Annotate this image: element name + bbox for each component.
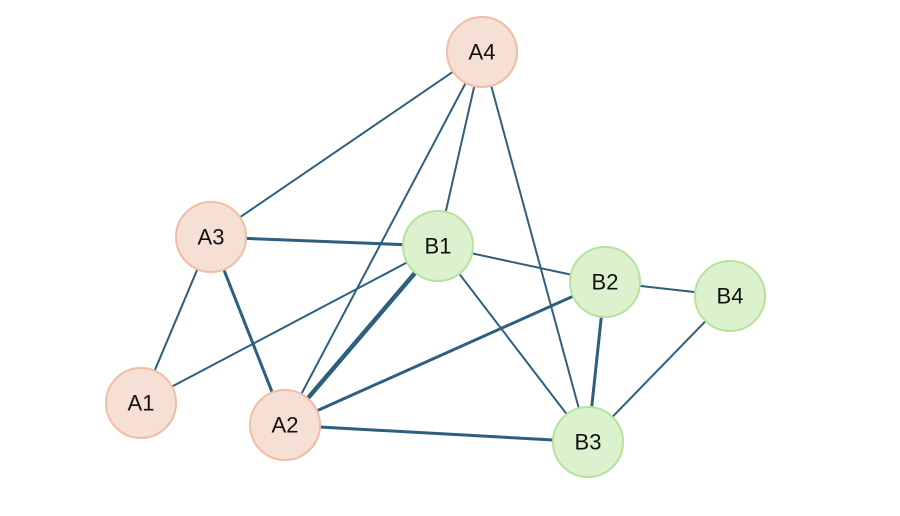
edge-a1-b1 [170,261,409,388]
node-label: B4 [717,284,744,309]
node-circle [569,246,641,318]
node-b4: B4 [694,260,766,332]
edge-layer [153,70,707,442]
node-circle [694,260,766,332]
edge-b1-b3 [458,272,568,416]
edge-a2-b3 [318,425,555,442]
node-label: A4 [469,40,496,65]
edge-b4-b3 [611,320,707,418]
node-label: A3 [198,225,225,250]
node-a1: A1 [105,367,177,439]
node-circle [446,16,518,88]
node-b1: B1 [402,210,474,282]
node-label: B2 [592,270,619,295]
edge-a4-b3 [490,84,580,410]
node-b3: B3 [552,406,624,478]
node-label: B3 [575,430,602,455]
edge-a4-a2 [300,81,467,396]
node-b2: B2 [569,246,641,318]
edge-a4-b1 [444,85,476,213]
edge-b2-b4 [638,284,697,294]
edge-b1-b2 [471,252,572,276]
node-label: A1 [128,391,155,416]
node-circle [105,367,177,439]
edge-a3-a1 [153,268,199,372]
node-circle [402,210,474,282]
node-circle [175,201,247,273]
edge-a3-b1 [244,236,405,247]
edge-b2-b3 [590,315,603,409]
node-a4: A4 [446,16,518,88]
edge-a2-b1 [305,270,418,401]
edge-a3-a2 [222,268,274,394]
node-label: A2 [272,413,299,438]
node-a2: A2 [249,389,321,461]
edge-a2-b2 [315,294,575,413]
node-circle [249,389,321,461]
edge-a4-a3 [238,70,455,219]
node-a3: A3 [175,201,247,273]
node-circle [552,406,624,478]
node-label: B1 [425,234,452,259]
